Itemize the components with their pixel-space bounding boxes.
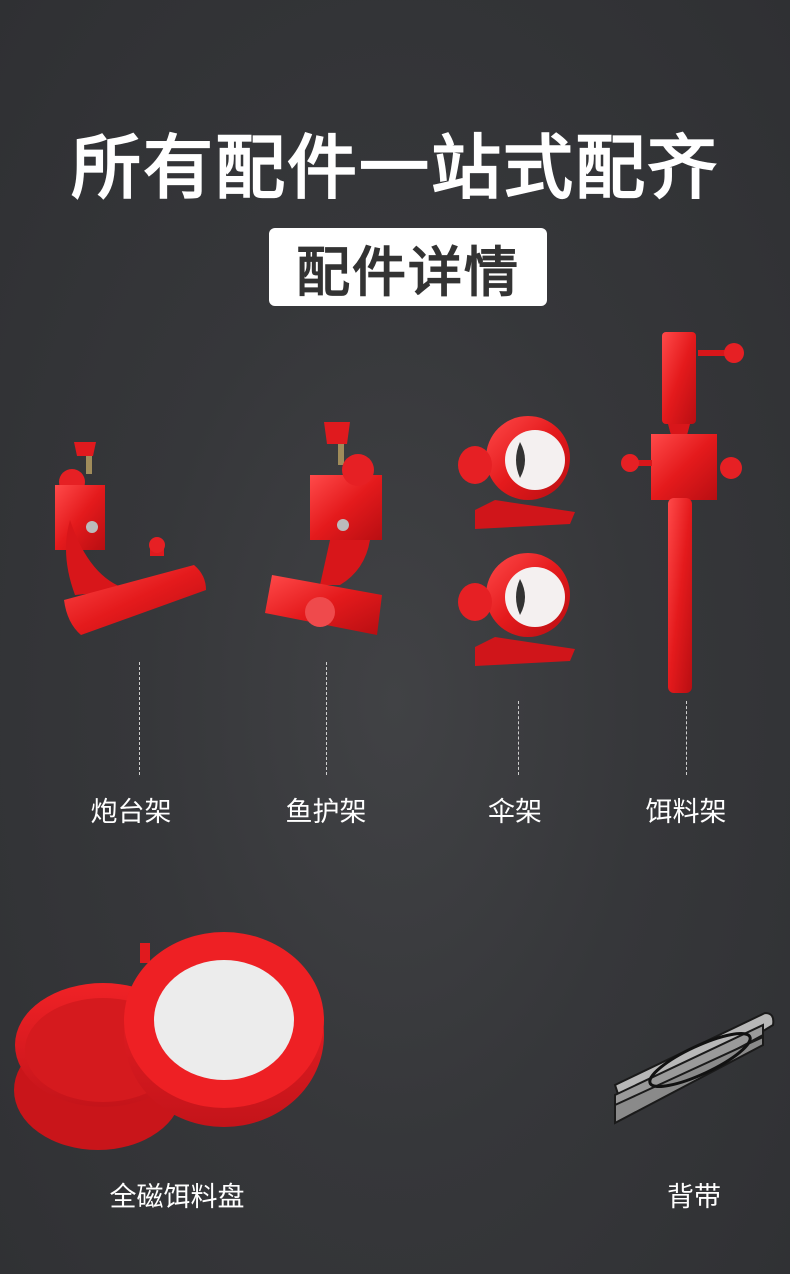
fish-guard-rack-icon [265, 422, 382, 635]
bait-rack-icon [621, 332, 744, 693]
leader-line-bait-rack [686, 701, 687, 775]
page-headline: 所有配件一站式配齐 [71, 127, 719, 209]
leader-line-umbrella-rack [518, 701, 519, 775]
label-bait-rack: 饵料架 [645, 797, 727, 828]
label-turret-rack: 炮台架 [90, 797, 172, 828]
section-title: 配件详情 [296, 240, 520, 304]
label-shoulder-strap: 背带 [667, 1182, 721, 1213]
section-badge: 配件详情 [269, 228, 547, 306]
label-fish-guard-rack: 鱼护架 [285, 797, 367, 828]
leader-line-fish-guard-rack [326, 662, 327, 775]
umbrella-rack-icon [458, 416, 575, 666]
label-umbrella-rack: 伞架 [488, 797, 542, 828]
label-magnetic-bait-tray: 全磁饵料盘 [109, 1182, 245, 1213]
leader-line-turret-rack [139, 662, 140, 775]
turret-rack-icon [55, 442, 206, 635]
